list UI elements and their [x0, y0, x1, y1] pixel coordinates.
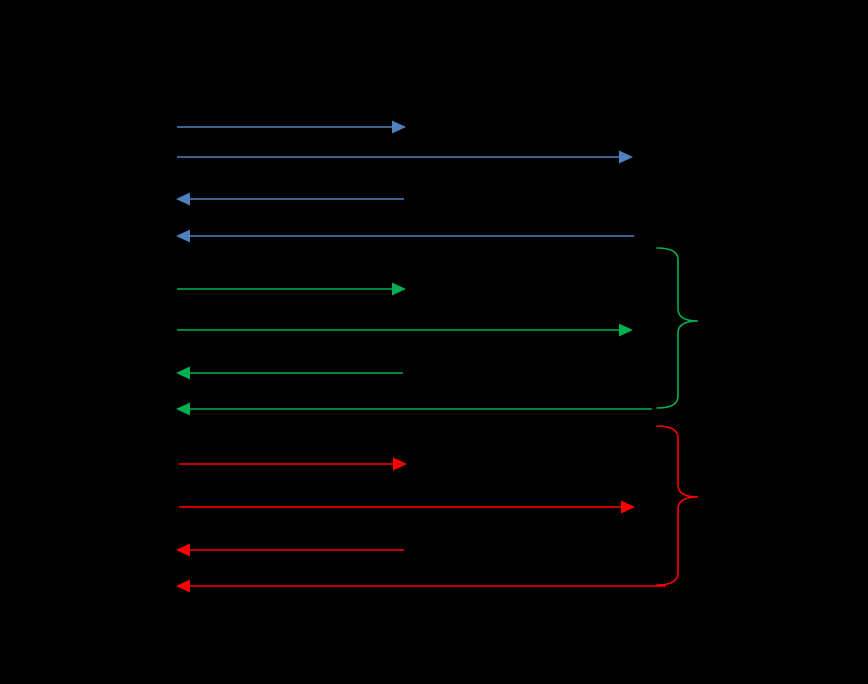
- green-short-left-arrow-head: [176, 366, 190, 380]
- blue-long-left-arrow: [176, 229, 634, 243]
- green-long-right-arrow-head: [619, 323, 633, 337]
- blue-long-right-arrow-head: [619, 150, 633, 164]
- red-short-left-arrow-head: [176, 543, 190, 557]
- red-long-left-arrow-head: [176, 579, 190, 593]
- green-long-left-arrow: [176, 402, 652, 416]
- green-group-brace: [656, 247, 699, 409]
- blue-short-left-arrow-head: [176, 192, 190, 206]
- green-short-right-arrow-head: [392, 282, 406, 296]
- red-long-left-arrow: [176, 579, 666, 593]
- red-short-right-arrow-head: [393, 457, 407, 471]
- red-short-left-arrow: [176, 543, 404, 557]
- blue-long-left-arrow-head: [176, 229, 190, 243]
- blue-long-right-arrow: [177, 150, 633, 164]
- red-group-brace: [656, 425, 699, 586]
- red-long-right-arrow-head: [621, 500, 635, 514]
- blue-short-right-arrow: [177, 120, 406, 134]
- blue-short-right-arrow-head: [392, 120, 406, 134]
- green-short-left-arrow: [176, 366, 403, 380]
- green-long-right-arrow: [177, 323, 633, 337]
- red-short-right-arrow: [179, 457, 407, 471]
- green-short-right-arrow: [177, 282, 406, 296]
- red-long-right-arrow: [179, 500, 635, 514]
- green-long-left-arrow-head: [176, 402, 190, 416]
- blue-short-left-arrow: [176, 192, 404, 206]
